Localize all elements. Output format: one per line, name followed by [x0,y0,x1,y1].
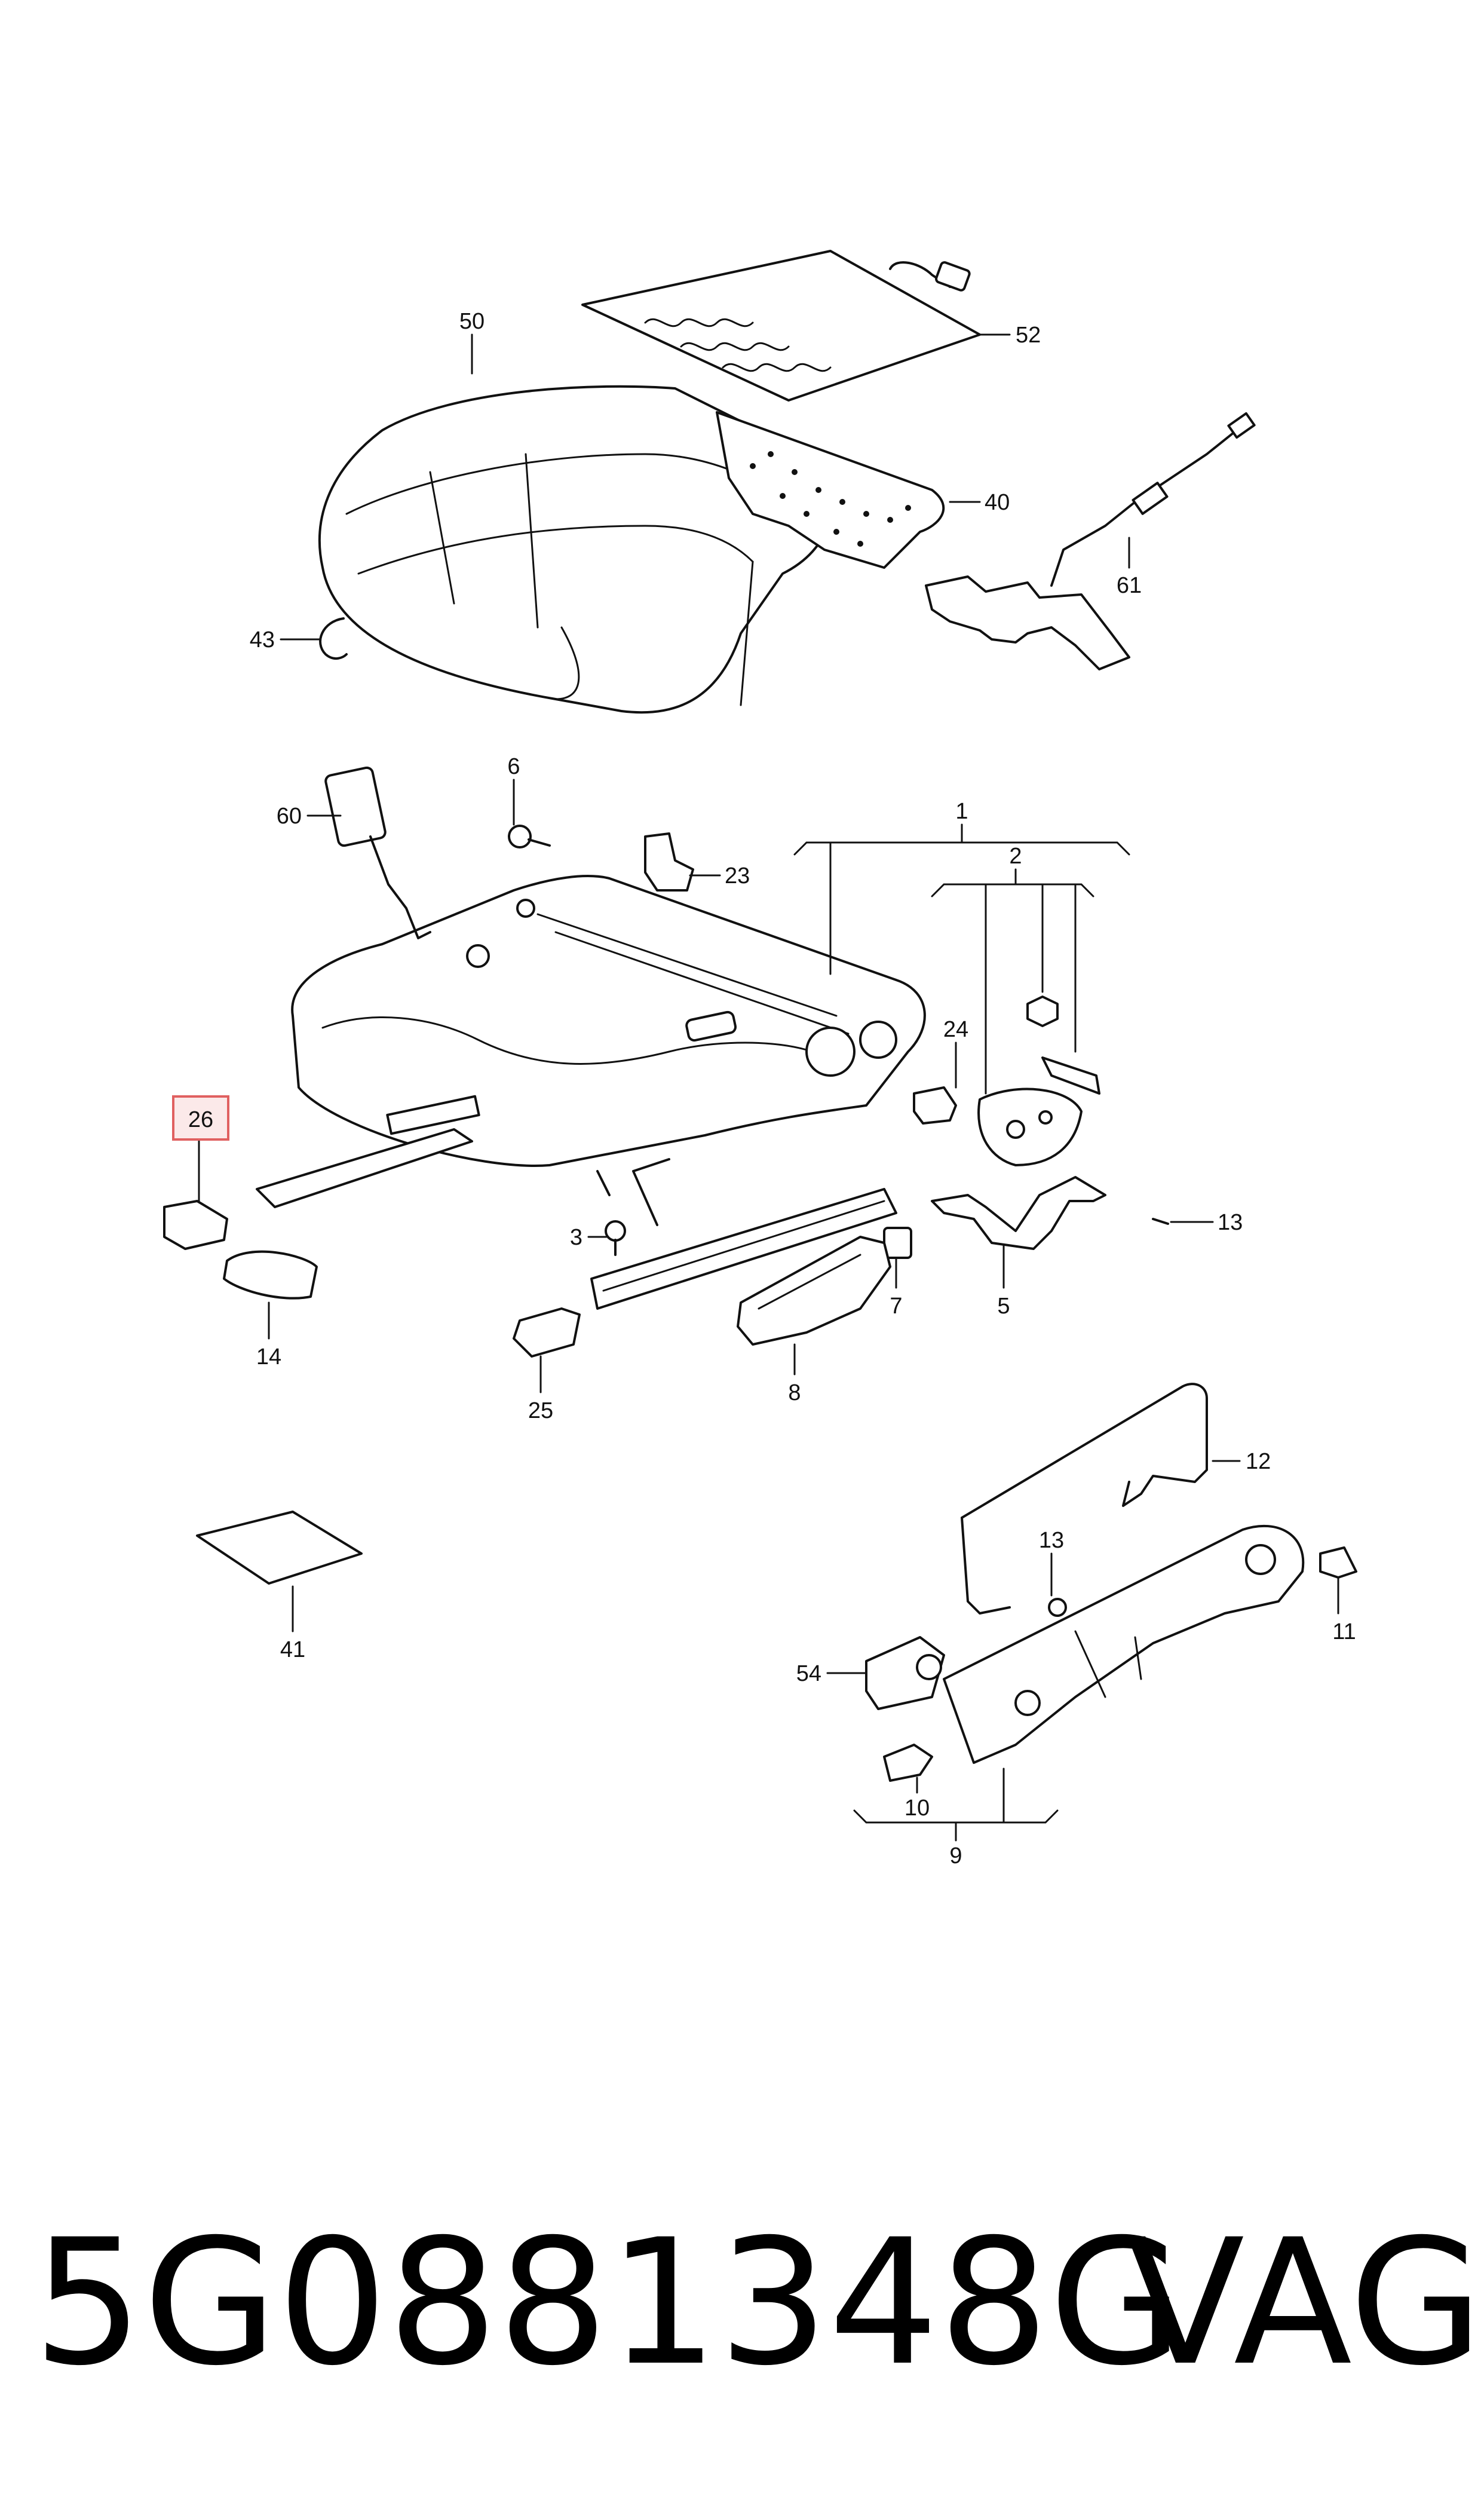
callout-52: 52 [1016,323,1041,348]
leader-lines [198,333,1339,1842]
callout-23: 23 [725,863,750,889]
knob-54 [865,1636,945,1710]
callout-41: 41 [280,1637,305,1662]
heating-mat [581,250,981,402]
wire-12 [961,1383,1208,1615]
callout-40: 40 [985,490,1010,515]
clip-7 [883,1227,912,1259]
bolt-3 [605,1220,626,1256]
nut-bolt-2 [1026,995,1100,1095]
callout-2: 2 [1009,844,1022,869]
callout-3: 3 [570,1225,582,1250]
seat-belt-buckle [324,766,431,939]
callout-11: 11 [1332,1619,1356,1644]
callout-43: 43 [250,627,275,653]
callout-14: 14 [256,1344,281,1370]
seat-rails [256,1128,897,1310]
callout-8: 8 [788,1380,801,1405]
seat-cushion [318,385,832,714]
bracket-5 [931,1176,1106,1250]
callout-13b: 13 [1039,1528,1064,1553]
cap-25 [513,1307,581,1358]
screw-13a [1152,1218,1169,1225]
side-panel [943,1524,1305,1764]
callout-24: 24 [943,1017,968,1042]
callout-54: 54 [796,1661,821,1686]
callout-25: 25 [528,1398,553,1423]
callout-13a: 13 [1218,1210,1243,1235]
cap-10 [883,1744,933,1782]
callout-10: 10 [904,1796,930,1821]
callout-labels: 50 52 40 61 43 60 6 23 1 2 24 26 13 3 7 … [188,309,1356,1868]
bolt-6 [508,825,551,848]
part-number: 5G0881348G [33,2203,1183,2404]
foam-pad [716,411,945,569]
cover-8 [737,1236,891,1346]
clip-26 [163,1200,228,1250]
mat-41 [196,1511,363,1585]
callout-26: 26 [188,1107,213,1132]
callout-1: 1 [955,799,968,824]
callout-50: 50 [459,309,485,334]
clip-11 [1319,1546,1357,1579]
callout-9: 9 [949,1843,962,1868]
highlight-box [172,1095,229,1141]
callout-7: 7 [890,1294,902,1319]
callout-61: 61 [1117,573,1142,598]
screw-13b [1048,1598,1067,1617]
callout-5: 5 [997,1294,1010,1319]
callout-6: 6 [507,754,520,779]
wiring-harness [925,412,1256,670]
recliner-mechanism [977,1088,1083,1166]
brand-name: VAG [1126,2203,1483,2404]
callout-12: 12 [1246,1449,1271,1474]
bracket-23 [644,832,694,892]
cap-14 [223,1250,318,1300]
cap-24 [913,1086,957,1125]
callout-60: 60 [277,804,302,829]
clip-43 [319,617,348,660]
seat-frame [291,875,926,1167]
